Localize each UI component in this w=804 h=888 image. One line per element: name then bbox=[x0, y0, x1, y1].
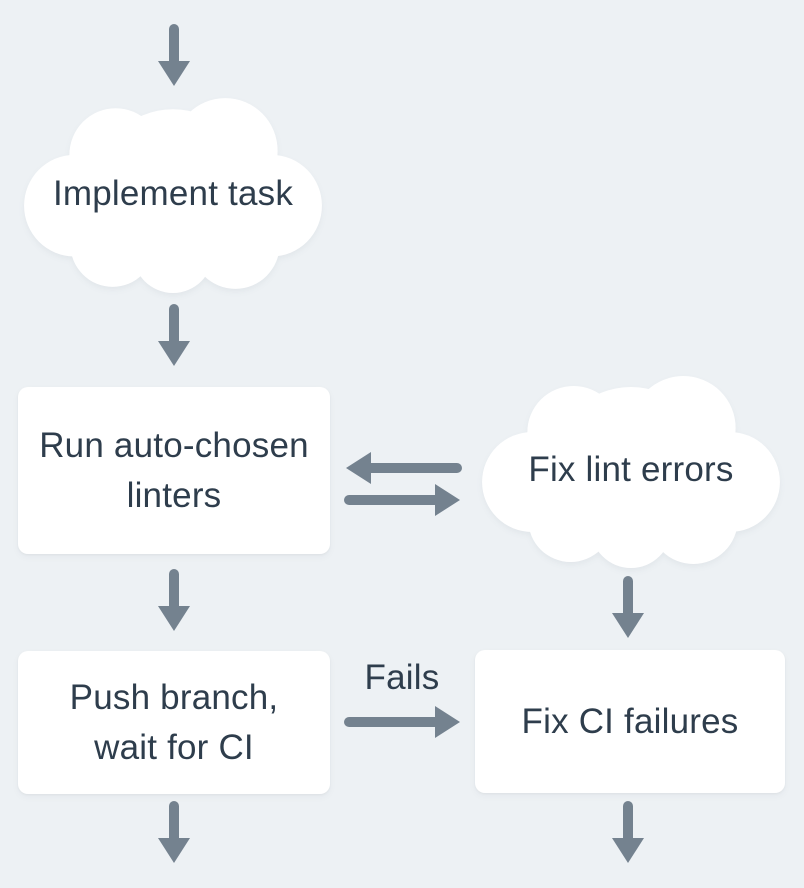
cloud-shape-icon bbox=[482, 376, 780, 568]
arrow-down-icon bbox=[612, 801, 644, 863]
node-implement-task: Implement task bbox=[12, 92, 334, 295]
node-label: Run auto-chosen linters bbox=[39, 425, 309, 515]
fails-arrow-right-icon bbox=[344, 706, 460, 738]
node-label: Push branch, wait for CI bbox=[69, 677, 279, 767]
arrow-down-icon bbox=[158, 569, 190, 631]
node-push-branch: Push branch, wait for CI bbox=[18, 651, 330, 794]
node-label: Fix CI failures bbox=[521, 701, 739, 741]
arrow-down-icon bbox=[612, 576, 644, 638]
arrow-down-icon bbox=[158, 24, 190, 86]
arrow-down-icon bbox=[158, 801, 190, 863]
cloud-shape-icon bbox=[24, 98, 322, 293]
node-fix-lint-errors: Fix lint errors bbox=[470, 370, 792, 570]
arrow-right-icon bbox=[344, 484, 460, 516]
edge-label-fails: Fails bbox=[364, 658, 440, 697]
arrow-down-icon bbox=[158, 304, 190, 366]
node-label: Fix lint errors bbox=[528, 450, 734, 489]
node-label: Implement task bbox=[52, 173, 294, 213]
arrow-left-icon bbox=[346, 452, 462, 484]
node-fix-ci-failures: Fix CI failures bbox=[475, 650, 785, 793]
node-run-linters: Run auto-chosen linters bbox=[18, 387, 330, 554]
